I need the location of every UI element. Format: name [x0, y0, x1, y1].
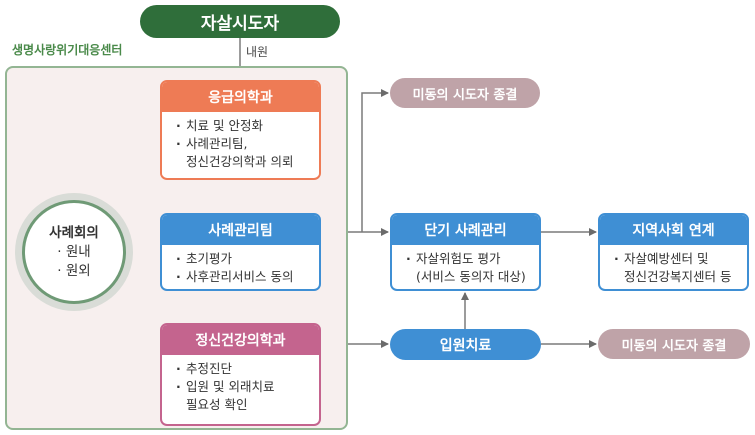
case-management-team-title: 사례관리팀	[162, 215, 319, 245]
end-non-consent-top-node: 미동의 시도자 종결	[390, 78, 540, 108]
community-linkage-title: 지역사회 연계	[600, 215, 747, 245]
psychiatry-item: 입원 및 외래치료	[176, 378, 311, 396]
psychiatry-title: 정신건강의학과	[162, 325, 319, 355]
emergency-item-continuation: 정신건강의학과 의뢰	[186, 154, 294, 169]
community-item: 자살예방센터 및	[614, 250, 739, 268]
arrive-label: 내원	[246, 45, 269, 59]
hospitalization-node: 입원치료	[390, 329, 541, 360]
short-term-title: 단기 사례관리	[392, 215, 539, 245]
end-non-consent-bottom-node: 미동의 시도자 종결	[598, 329, 750, 359]
case-management-team-node: 사례관리팀 초기평가 사후관리서비스 동의	[160, 213, 321, 291]
case-conference-node: 사례회의 · 원내 · 원외	[15, 193, 133, 311]
emergency-medicine-title: 응급의학과	[162, 82, 319, 112]
emergency-item: 치료 및 안정화	[176, 117, 311, 135]
community-linkage-node: 지역사회 연계 자살예방센터 및 정신건강복지센터 등	[598, 213, 749, 291]
psychiatry-item: 추정진단	[176, 360, 311, 378]
psychiatry-node: 정신건강의학과 추정진단 입원 및 외래치료 필요성 확인	[160, 323, 321, 426]
short-term-case-management-node: 단기 사례관리 자살위험도 평가 (서비스 동의자 대상)	[390, 213, 541, 291]
emergency-medicine-node: 응급의학과 치료 및 안정화 사례관리팀, 정신건강의학과 의뢰	[160, 80, 321, 180]
case-team-item: 초기평가	[176, 250, 311, 268]
crisis-center-label: 생명사랑위기대응센터	[12, 43, 123, 57]
emergency-item: 사례관리팀,	[176, 135, 311, 153]
short-term-item: 자살위험도 평가	[406, 250, 531, 268]
psychiatry-item-continuation: 필요성 확인	[186, 397, 248, 412]
community-item-continuation: 정신건강복지센터 등	[624, 269, 732, 284]
case-conference-item: · 원내	[57, 243, 91, 260]
case-conference-title: 사례회의	[49, 224, 99, 241]
case-team-item: 사후관리서비스 동의	[176, 268, 311, 286]
case-conference-item: · 원외	[57, 262, 91, 279]
suicide-attempter-node: 자살시도자	[140, 5, 340, 38]
short-term-item-continuation: (서비스 동의자 대상)	[416, 269, 526, 284]
arrow-to-end-top	[361, 89, 389, 232]
